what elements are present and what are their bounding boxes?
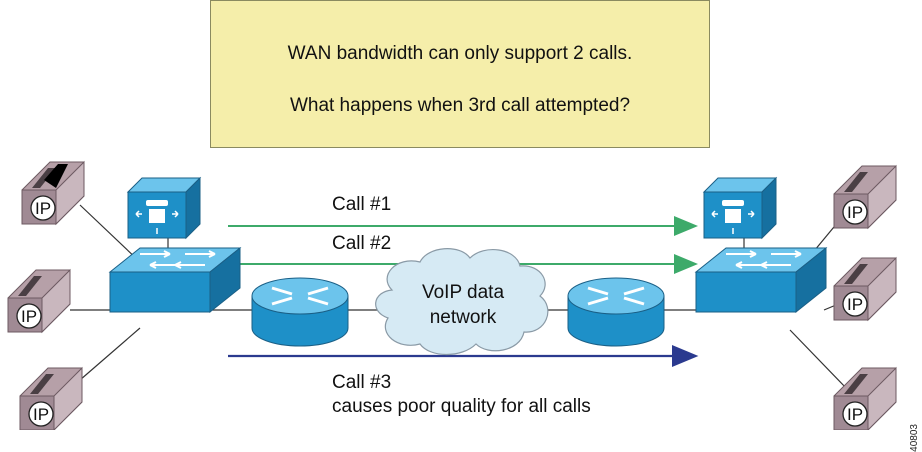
call2-label: Call #2 [332,233,392,254]
link-phone1-switch-left [79,204,141,263]
switch-right-icon [695,247,827,313]
ip-phone-right-2-icon [833,257,897,321]
voip-cloud [375,248,549,355]
call1-label: Call #1 [332,194,392,215]
call3-note: causes poor quality for all calls [332,396,591,417]
cloud-label-line2: network [429,307,497,328]
phone-ip-label: IP [847,405,863,424]
router-left-icon [250,276,350,348]
phone-ip-label: IP [847,295,863,314]
note-line-2: What happens when 3rd call attempted? [289,95,631,116]
switch-left-icon [109,247,241,313]
call-manager-right-icon [703,177,777,239]
phone-ip-label: IP [33,405,49,424]
ip-phone-left-1-icon [21,161,85,225]
phone-ip-label: IP [35,199,51,218]
link-switch-right-phone3 [789,329,849,391]
ip-phone-right-3-icon [833,367,897,430]
question-note: WAN bandwidth can only support 2 calls. … [210,0,710,148]
phone-ip-label: IP [21,307,37,326]
figure-id: 40803 [909,424,920,452]
diagram-canvas: IP IP IP IP IP IP [7,161,897,430]
link-phone3-switch-left [79,327,141,381]
ip-phone-left-2-icon [7,269,71,333]
call3-label: Call #3 [332,372,392,393]
note-line-1: WAN bandwidth can only support 2 calls. [287,43,633,64]
router-right-icon [566,276,666,348]
call-manager-left-icon [127,177,201,239]
ip-phone-left-3-icon [19,367,83,430]
phone-ip-label: IP [847,203,863,222]
cloud-label-line1: VoIP data [421,282,505,303]
ip-phone-right-1-icon [833,165,897,229]
